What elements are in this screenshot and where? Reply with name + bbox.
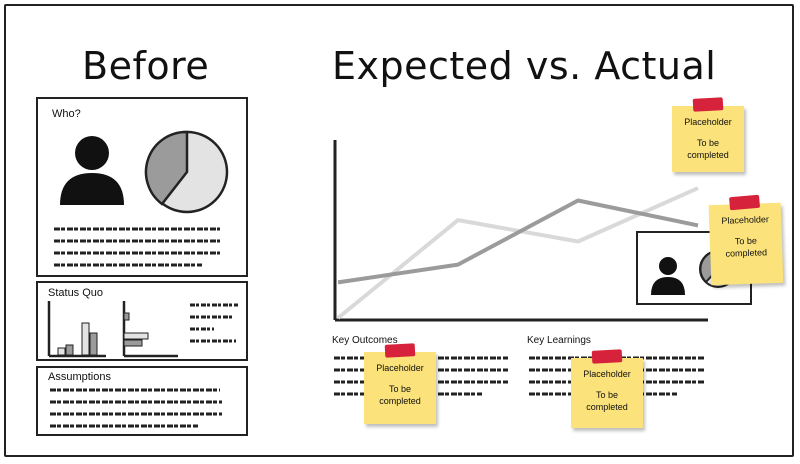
assumptions-label: Assumptions [48,371,111,383]
sticky-note[interactable]: Placeholder To be completed [571,349,643,428]
person-icon [651,257,685,295]
sticky-note-title: Placeholder [583,369,631,379]
assumptions-placeholder-text [50,388,222,428]
sticky-note[interactable]: Placeholder To be completed [364,343,436,424]
expected-vs-actual-heading: Expected vs. Actual [332,44,717,88]
who-placeholder-text [54,227,220,267]
sticky-note-body: To be completed [725,235,768,259]
sticky-tape [591,349,623,364]
wireframe-frame [4,4,794,457]
assumptions-panel: Assumptions [36,366,248,436]
sticky-tape [729,194,761,211]
before-heading: Before [82,44,210,88]
status-quo-panel: Status Quo [36,281,248,361]
key-outcomes-label: Key Outcomes [332,335,398,346]
who-label: Who? [52,108,81,120]
person-icon [60,136,124,205]
sticky-note-body: To be completed [586,390,628,412]
status-quo-placeholder-text [190,303,238,343]
sticky-tape [692,97,724,112]
sticky-note-title: Placeholder [684,117,732,127]
sticky-note-body: To be completed [379,384,421,406]
status-quo-label: Status Quo [48,287,104,299]
expected-vs-actual-line-chart [333,140,708,322]
who-panel: Who? [36,97,248,277]
sticky-note-title: Placeholder [376,363,424,373]
sticky-note[interactable]: Placeholder To be completed [672,97,744,172]
horizontal-bar-chart-icon [122,301,178,358]
sticky-note[interactable]: Placeholder To be completed [708,194,784,286]
pie-chart-icon [144,130,229,214]
key-learnings-label: Key Learnings [527,335,591,346]
sticky-note-body: To be completed [687,138,729,160]
bar-chart-icon [47,301,106,358]
series-line-2 [337,198,699,285]
sticky-tape [384,343,416,358]
